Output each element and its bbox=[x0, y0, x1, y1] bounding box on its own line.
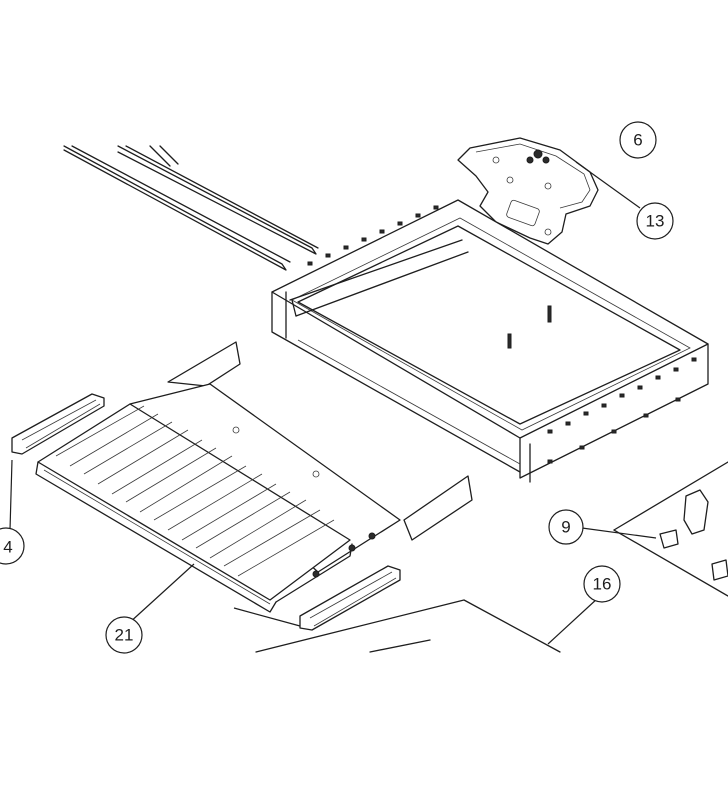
guide-rails bbox=[63, 145, 319, 271]
callout-partial-top: 6 bbox=[619, 121, 657, 159]
callout-16: 16 bbox=[583, 565, 621, 603]
callout-label-9: 9 bbox=[561, 518, 570, 537]
callout-label-16: 16 bbox=[593, 575, 612, 594]
step-tread bbox=[35, 341, 473, 613]
mounting-plate bbox=[457, 137, 599, 245]
main-frame bbox=[271, 199, 709, 483]
callout-13: 13 bbox=[636, 202, 674, 240]
callout-label-21: 21 bbox=[115, 626, 134, 645]
end-cap-right bbox=[299, 565, 401, 631]
callout-9: 9 bbox=[548, 509, 584, 545]
callout-label-13: 13 bbox=[646, 212, 665, 231]
callout-4: 4 bbox=[0, 527, 25, 565]
clip-parts bbox=[659, 489, 728, 581]
callout-21: 21 bbox=[105, 616, 143, 654]
callout-label-4: 4 bbox=[3, 538, 12, 557]
end-cap-left bbox=[11, 393, 105, 455]
callout-label-partial-top: 6 bbox=[633, 131, 642, 150]
part-16-outline bbox=[255, 461, 728, 653]
leader-lines bbox=[9, 161, 657, 645]
